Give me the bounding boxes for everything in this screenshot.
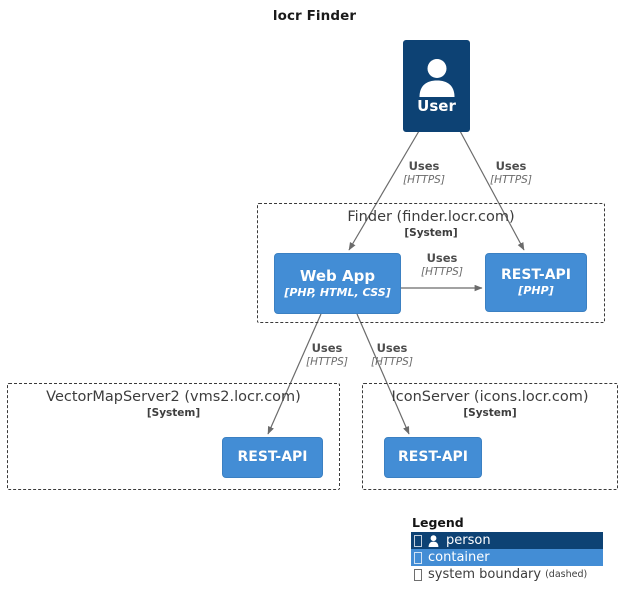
missing-glyph-icon [414,568,422,581]
boundary-iconserver [362,383,618,490]
edge-label-main: Uses [495,159,527,173]
missing-glyph-icon [414,551,422,564]
boundary-finder-subtitle: [System] [404,227,458,239]
node-finder-rest-api-tech: [PHP] [518,284,554,298]
edge-label-user-to-finder-restapi: Uses [HTTPS] [472,159,550,186]
edge-label-tech: [HTTPS] [490,173,532,186]
boundary-vectormapserver2-subtitle: [System] [146,407,201,419]
node-user[interactable]: User [403,40,470,132]
edge-label-main: Uses [426,251,458,265]
boundary-vectormapserver2-title: VectorMapServer2 (vms2.locr.com) [46,389,301,405]
person-icon [428,534,439,547]
boundary-finder [257,203,605,323]
node-vms-rest-api[interactable]: REST-API [222,437,323,478]
node-user-label: User [417,97,456,116]
edge-label-user-to-webapp: Uses [HTTPS] [385,159,463,186]
edge-label-webapp-to-finder-restapi: Uses [HTTPS] [403,251,481,278]
legend: Legend person container system boundary … [411,515,603,583]
page-title: locr Finder [272,8,357,24]
legend-row-label: container [428,550,490,565]
edge-label-tech: [HTTPS] [421,265,463,278]
person-icon [416,57,458,98]
missing-glyph-icon [414,534,422,547]
node-icons-rest-api[interactable]: REST-API [384,437,482,478]
legend-row-note: (dashed) [545,569,588,580]
node-web-app-label: Web App [299,267,376,286]
legend-row-system-boundary: system boundary (dashed) [411,566,603,583]
boundary-vectormapserver2 [7,383,340,490]
legend-row-container: container [411,549,603,566]
edge-label-webapp-to-icons-restapi: Uses [HTTPS] [353,341,431,368]
edge-label-tech: [HTTPS] [371,355,413,368]
node-finder-rest-api[interactable]: REST-API [PHP] [485,253,587,312]
boundary-finder-title: Finder (finder.locr.com) [347,209,515,225]
edge-label-main: Uses [311,341,343,355]
edge-label-tech: [HTTPS] [306,355,348,368]
legend-row-label: person [446,533,491,548]
boundary-iconserver-title: IconServer (icons.locr.com) [391,389,589,405]
edge-label-webapp-to-vms-restapi: Uses [HTTPS] [288,341,366,368]
node-finder-rest-api-label: REST-API [500,266,572,283]
node-icons-rest-api-label: REST-API [397,448,469,465]
edge-label-main: Uses [408,159,440,173]
node-vms-rest-api-label: REST-API [237,448,308,465]
node-web-app-tech: [PHP, HTML, CSS] [284,285,391,299]
boundary-iconserver-subtitle: [System] [463,407,517,419]
edge-label-tech: [HTTPS] [403,173,445,186]
legend-row-person: person [411,532,603,549]
node-web-app[interactable]: Web App [PHP, HTML, CSS] [274,253,401,314]
edge-label-main: Uses [376,341,408,355]
legend-row-label: system boundary [428,567,542,582]
legend-title: Legend [412,515,464,530]
